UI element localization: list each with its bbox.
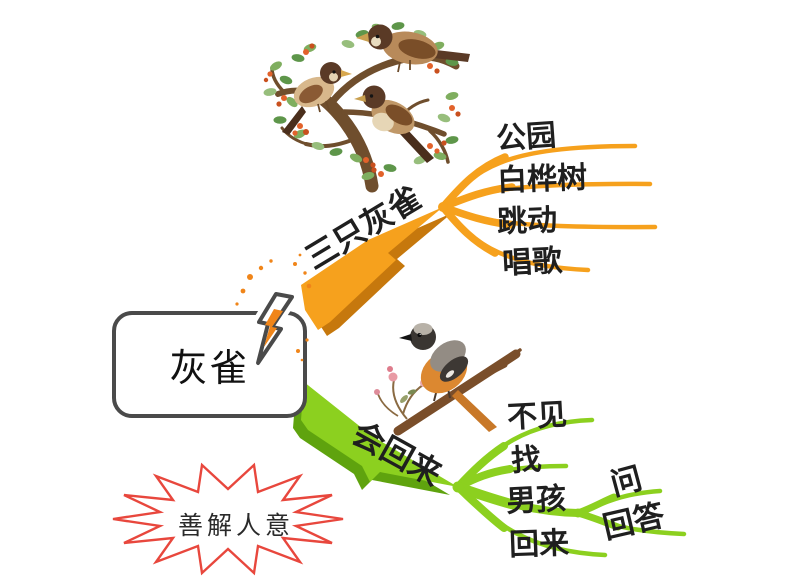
child-boy-label[interactable]: 男孩 bbox=[505, 482, 568, 519]
sparrow-left bbox=[282, 62, 352, 135]
child-park-label[interactable]: 公园 bbox=[495, 118, 558, 157]
child-sing-label[interactable]: 唱歌 bbox=[501, 244, 564, 281]
child-birch-tree-label[interactable]: 白桦树 bbox=[496, 161, 588, 198]
branch-will-return-label[interactable]: 会回来 bbox=[346, 414, 448, 493]
child-search-label[interactable]: 找 bbox=[510, 442, 543, 478]
sparrow-top bbox=[356, 24, 470, 73]
child-return-label[interactable]: 回来 bbox=[508, 526, 570, 563]
child-missing-label[interactable]: 不见 bbox=[506, 398, 569, 435]
redstart-illustration bbox=[374, 323, 522, 436]
branch-three-sparrows-label[interactable]: 三只灰雀 bbox=[298, 179, 428, 277]
three-sparrows-illustration bbox=[263, 22, 470, 193]
child-hop-label[interactable]: 跳动 bbox=[496, 203, 558, 240]
callout-considerate-label: 善解人意 bbox=[177, 513, 295, 540]
subchild-answer-label[interactable]: 回答 bbox=[599, 497, 668, 546]
sparrow-center bbox=[354, 85, 434, 163]
central-topic-node[interactable]: 灰雀 bbox=[112, 311, 307, 418]
central-topic-label: 灰雀 bbox=[169, 348, 250, 390]
